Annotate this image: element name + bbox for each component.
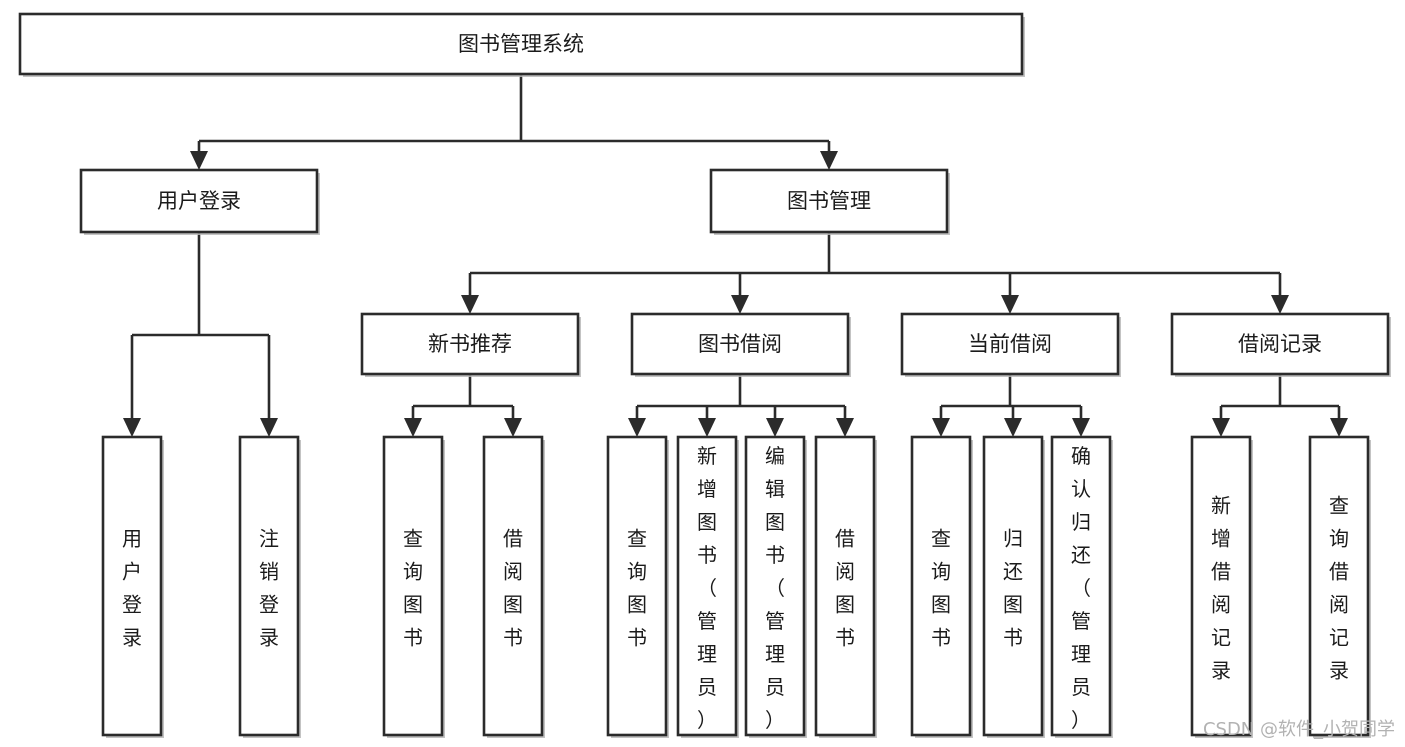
node-box[interactable] — [101, 435, 163, 737]
connector-group-new-book-recommend — [404, 374, 522, 437]
node-label: 编辑图书（管理员） — [765, 444, 785, 732]
arrow-head-icon — [461, 295, 479, 314]
connector-layer — [123, 74, 1348, 437]
node-label: 新书推荐 — [428, 332, 512, 356]
node-label: 借阅图书 — [835, 527, 855, 650]
node-leaf-edit-book[interactable]: 编辑图书（管理员） — [744, 435, 807, 738]
node-box[interactable] — [360, 312, 580, 376]
node-label: 查询图书 — [931, 527, 951, 650]
arrow-head-icon — [731, 295, 749, 314]
node-book-manage[interactable]: 图书管理 — [709, 168, 950, 235]
node-leaf-user-login[interactable]: 用户登录 — [101, 435, 164, 738]
node-box[interactable] — [79, 168, 319, 234]
node-label: 新增图书（管理员） — [697, 444, 717, 732]
arrow-head-icon — [1212, 418, 1230, 437]
node-label: 归还图书 — [1003, 527, 1023, 650]
connector-group-borrow-record — [1212, 374, 1348, 437]
node-label: 用户登录 — [122, 527, 142, 650]
node-box[interactable] — [676, 435, 738, 737]
connector-group-root — [190, 74, 838, 170]
node-new-book-recommend[interactable]: 新书推荐 — [360, 312, 581, 377]
connector-group-book-borrow — [628, 374, 854, 437]
node-label: 借阅记录 — [1238, 332, 1322, 356]
node-box[interactable] — [709, 168, 949, 234]
node-label: 当前借阅 — [968, 332, 1052, 356]
node-label: 查询图书 — [627, 527, 647, 650]
node-layer: 图书管理系统用户登录图书管理新书推荐图书借阅当前借阅借阅记录用户登录注销登录查询… — [18, 12, 1391, 738]
node-box[interactable] — [900, 312, 1120, 376]
node-label: 用户登录 — [157, 189, 241, 213]
node-leaf-logout[interactable]: 注销登录 — [238, 435, 301, 738]
node-box[interactable] — [910, 435, 972, 737]
connector-group-user-login — [123, 232, 278, 437]
node-label: 借阅图书 — [503, 527, 523, 650]
arrow-head-icon — [1001, 295, 1019, 314]
connector-group-current-borrow — [932, 374, 1090, 437]
node-box[interactable] — [482, 435, 544, 737]
node-box[interactable] — [606, 435, 668, 737]
node-root[interactable]: 图书管理系统 — [18, 12, 1025, 77]
arrow-head-icon — [932, 418, 950, 437]
node-box[interactable] — [382, 435, 444, 737]
node-label: 新增借阅记录 — [1211, 494, 1231, 683]
node-label: 注销登录 — [259, 527, 279, 650]
arrow-head-icon — [766, 418, 784, 437]
arrow-head-icon — [820, 151, 838, 170]
node-book-borrow[interactable]: 图书借阅 — [630, 312, 851, 377]
arrow-head-icon — [123, 418, 141, 437]
arrow-head-icon — [1072, 418, 1090, 437]
arrow-head-icon — [698, 418, 716, 437]
arrow-head-icon — [1330, 418, 1348, 437]
node-box[interactable] — [1170, 312, 1390, 376]
node-leaf-borrow-book-2[interactable]: 借阅图书 — [814, 435, 877, 738]
arrow-head-icon — [836, 418, 854, 437]
node-label: 图书借阅 — [698, 332, 782, 356]
node-leaf-query-book-3[interactable]: 查询图书 — [910, 435, 973, 738]
node-user-login[interactable]: 用户登录 — [79, 168, 320, 235]
node-label: 查询借阅记录 — [1329, 494, 1349, 683]
arrow-head-icon — [504, 418, 522, 437]
node-leaf-query-book-2[interactable]: 查询图书 — [606, 435, 669, 738]
node-label: 图书管理系统 — [458, 32, 584, 56]
node-box[interactable] — [744, 435, 806, 737]
node-box[interactable] — [1050, 435, 1112, 737]
node-leaf-return-book[interactable]: 归还图书 — [982, 435, 1045, 738]
node-box[interactable] — [814, 435, 876, 737]
arrow-head-icon — [404, 418, 422, 437]
arrow-head-icon — [1004, 418, 1022, 437]
node-box[interactable] — [982, 435, 1044, 737]
node-leaf-add-record[interactable]: 新增借阅记录 — [1190, 435, 1253, 738]
node-leaf-borrow-book-1[interactable]: 借阅图书 — [482, 435, 545, 738]
arrow-head-icon — [628, 418, 646, 437]
node-box[interactable] — [238, 435, 300, 737]
node-label: 图书管理 — [787, 189, 871, 213]
connector-group-book-manage — [461, 232, 1289, 314]
node-leaf-query-record[interactable]: 查询借阅记录 — [1308, 435, 1371, 738]
node-box[interactable] — [1308, 435, 1370, 737]
node-leaf-query-book-1[interactable]: 查询图书 — [382, 435, 445, 738]
arrow-head-icon — [260, 418, 278, 437]
node-current-borrow[interactable]: 当前借阅 — [900, 312, 1121, 377]
node-box[interactable] — [1190, 435, 1252, 737]
node-label: 确认归还（管理员） — [1071, 444, 1091, 732]
node-borrow-record[interactable]: 借阅记录 — [1170, 312, 1391, 377]
node-box[interactable] — [18, 12, 1024, 76]
node-leaf-add-book[interactable]: 新增图书（管理员） — [676, 435, 739, 738]
node-label: 查询图书 — [403, 527, 423, 650]
arrow-head-icon — [190, 151, 208, 170]
node-leaf-confirm-return[interactable]: 确认归还（管理员） — [1050, 435, 1113, 738]
arrow-head-icon — [1271, 295, 1289, 314]
node-box[interactable] — [630, 312, 850, 376]
